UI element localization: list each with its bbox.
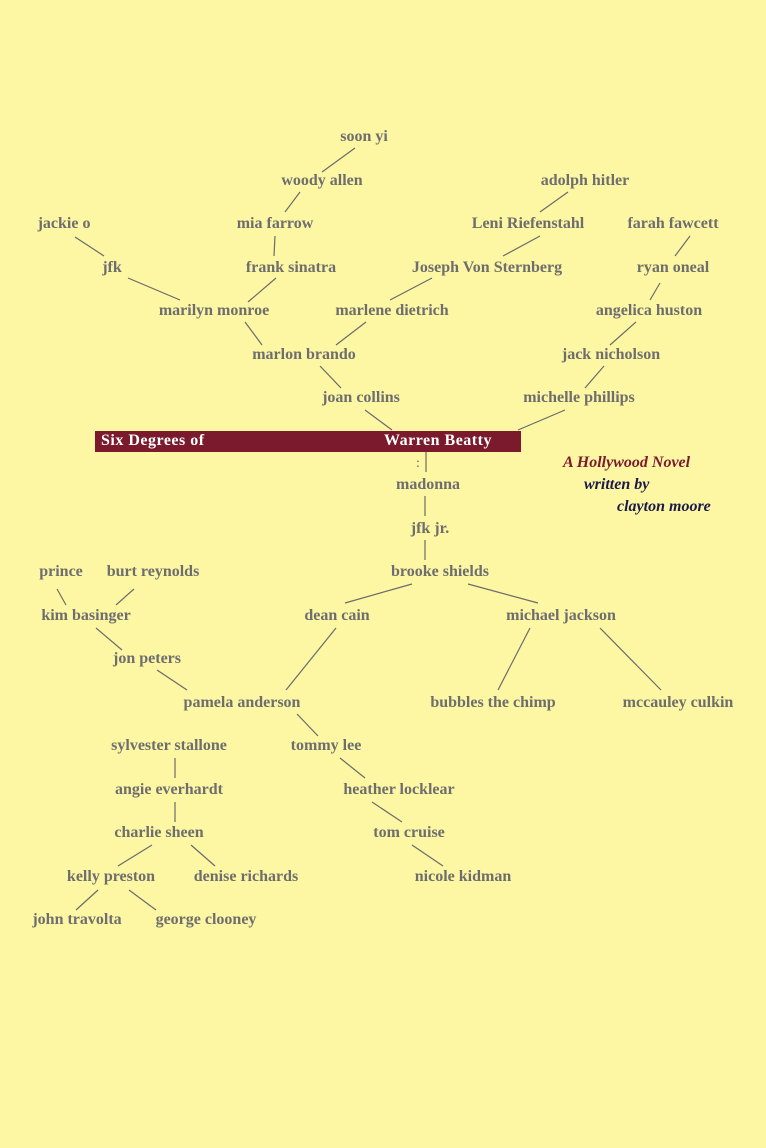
name-pamela-anderson: pamela anderson [183, 694, 301, 711]
name-mccauley-culkin: mccauley culkin [622, 694, 734, 711]
link-farah-ryan [674, 235, 691, 257]
name-adolph-hitler: adolph hitler [540, 172, 630, 189]
name-joan-collins: joan collins [322, 389, 400, 406]
name-tommy-lee: tommy lee [290, 737, 362, 754]
link-mia-frank [273, 235, 276, 257]
link-tom-nicole [411, 844, 444, 867]
title-bar [95, 431, 521, 452]
link-jfk-marilyn [127, 277, 181, 301]
link-jackie-jfk [74, 236, 105, 257]
link-jack-michelle [584, 365, 605, 389]
link-kim-jon [95, 627, 123, 651]
link-michael-bubbles [497, 627, 531, 691]
link-charlie-denise [190, 844, 216, 867]
name-burt-reynolds: burt reynolds [106, 563, 200, 580]
name-marlon-brando: marlon brando [252, 346, 356, 363]
name-prince: prince [39, 563, 83, 580]
name-frank-sinatra: frank sinatra [245, 259, 337, 276]
name-kim-basinger: kim basinger [41, 607, 131, 624]
link-prince-kim [56, 588, 67, 606]
link-heather-tom [371, 801, 403, 823]
name-angie-everhardt: angie everhardt [115, 781, 223, 798]
link-kelly-john [75, 889, 99, 911]
name-soon-yi: soon yi [340, 128, 388, 145]
name-george-clooney: george clooney [155, 911, 257, 928]
name-jon-peters: jon peters [113, 650, 181, 667]
name-denise-richards: denise richards [193, 868, 299, 885]
name-michael-jackson: michael jackson [506, 607, 616, 624]
name-jfk: jfk [102, 259, 122, 276]
link-dean-pamela [285, 627, 337, 691]
name-dean-cain: dean cain [304, 607, 370, 624]
link-leni-sternberg [502, 235, 541, 257]
link-woody-mia [284, 191, 301, 213]
link-jon-pamela [156, 669, 188, 691]
link-marlon-joan [319, 365, 342, 389]
name-jfk-jr: jfk jr. [410, 520, 450, 537]
link-pamela-tommy [296, 713, 319, 737]
name-madonna: madonna [395, 476, 461, 493]
title-warren-beatty: Warren Beatty [384, 432, 492, 449]
link-michelle-warren [517, 409, 566, 431]
link-tommy-heather [339, 757, 366, 779]
name-joseph-von-sternberg: Joseph Von Sternberg [411, 259, 563, 276]
name-ryan-oneal: ryan oneal [636, 259, 710, 276]
name-angelica-huston: angelica huston [595, 302, 703, 319]
title-six-degrees: Six Degrees of [101, 432, 205, 449]
link-frank-marilyn [247, 277, 277, 303]
author-name: clayton moore [617, 498, 711, 515]
name-mia-farrow: mia farrow [236, 215, 314, 232]
name-tom-cruise: tom cruise [373, 824, 445, 841]
link-hitler-leni [539, 191, 569, 213]
name-michelle-phillips: michelle phillips [523, 389, 635, 406]
name-marlene-dietrich: marlene dietrich [335, 302, 449, 319]
link-marilyn-marlon [244, 321, 263, 346]
link-soonyi-woody [321, 147, 356, 173]
written-by: written by [584, 476, 650, 493]
name-heather-locklear: heather locklear [343, 781, 455, 798]
name-nicole-kidman: nicole kidman [414, 868, 512, 885]
name-jack-nicholson: jack nicholson [561, 346, 661, 363]
name-charlie-sheen: charlie sheen [114, 824, 204, 841]
link-joan-warren [364, 409, 393, 431]
link-ryan-angelica [649, 282, 661, 301]
link-sternberg-dietrich [389, 277, 433, 301]
name-sylvester-stallone: sylvester stallone [111, 737, 227, 754]
link-angelica-jack [609, 321, 637, 346]
name-kelly-preston: kelly preston [66, 868, 156, 885]
name-marilyn-monroe: marilyn monroe [158, 302, 270, 319]
colon-mark: : [416, 456, 420, 471]
link-burt-kim [115, 588, 135, 606]
name-leni-riefenstahl: Leni Riefenstahl [471, 215, 585, 232]
tagline: A Hollywood Novel [563, 454, 691, 471]
link-brooke-dean [344, 583, 413, 604]
link-brooke-michael [467, 583, 539, 604]
link-charlie-kelly [117, 844, 153, 867]
link-dietrich-marlon [335, 321, 367, 346]
name-woody-allen: woody allen [281, 172, 363, 189]
name-farah-fawcett: farah fawcett [627, 215, 719, 232]
name-bubbles-the-chimp: bubbles the chimp [430, 694, 556, 711]
name-brooke-shields: brooke shields [391, 563, 489, 580]
link-kelly-george [128, 889, 157, 911]
link-michael-mccauley [599, 627, 662, 691]
name-jackie-o: jackie o [37, 215, 91, 232]
name-john-travolta: john travolta [32, 911, 122, 928]
